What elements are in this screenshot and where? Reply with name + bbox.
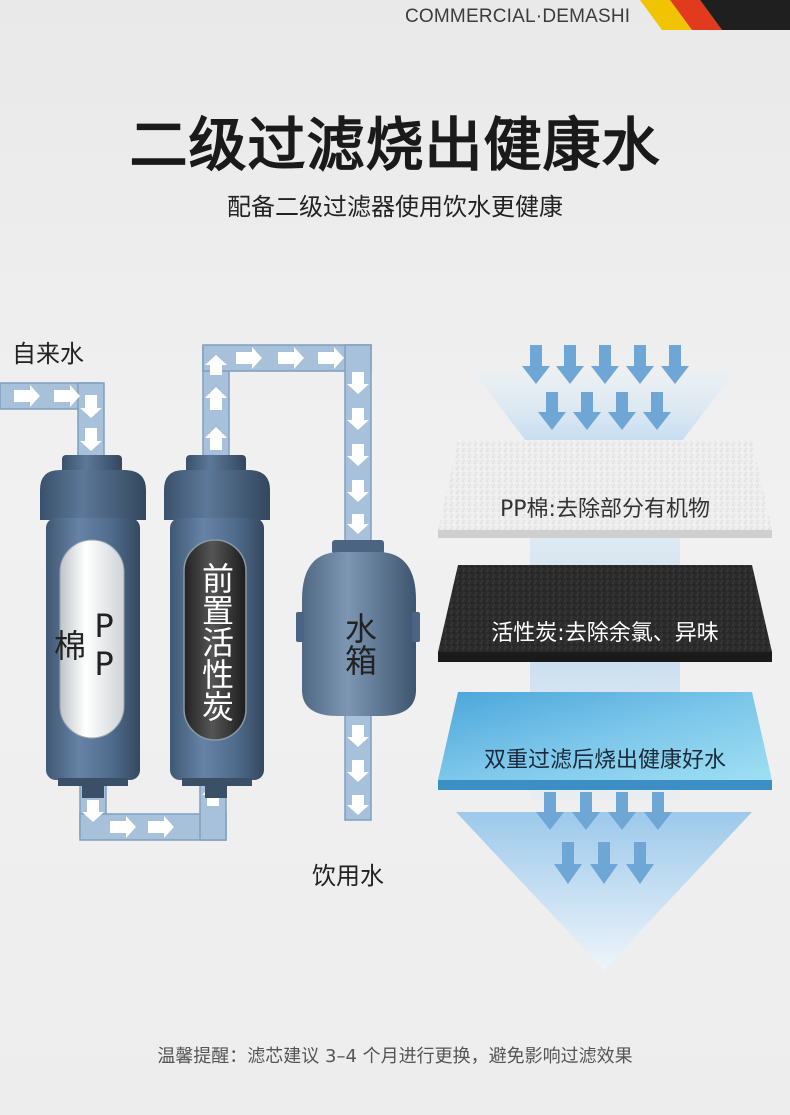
page-subtitle: 配备二级过滤器使用饮水更健康 (227, 193, 563, 221)
carbon-cartridge (164, 455, 270, 798)
water-tank (296, 540, 420, 716)
bottom-arrows (536, 792, 672, 884)
pp-cartridge (40, 455, 146, 798)
tank-label: 水箱 (340, 612, 378, 676)
inlet-label: 自来水 (12, 340, 84, 368)
pipe-network (0, 344, 372, 841)
layer-plate-clean (438, 692, 772, 790)
layer-label-clean: 双重过滤后烧出健康好水 (483, 748, 726, 773)
layer-label-pp: PP棉:去除部分有机物 (500, 497, 710, 522)
brand-stripes (640, 0, 790, 30)
layer-plate-carbon (438, 565, 772, 662)
pp-cartridge-label: PP棉 (49, 607, 123, 683)
maintenance-tip: 温馨提醒：滤芯建议 3–4 个月进行更换，避免影响过滤效果 (157, 1046, 633, 1067)
layer-label-carbon: 活性炭:去除余氯、异味 (491, 621, 719, 646)
outlet-label: 饮用水 (312, 862, 384, 890)
flow-arrows (14, 347, 369, 838)
layer-plate-pp (438, 440, 772, 538)
top-arrows (522, 345, 689, 430)
brand-name: COMMERCIAL·DEMASHI (405, 6, 631, 27)
outflow-triangle (456, 812, 752, 970)
page-title: 二级过滤烧出健康水 (129, 111, 661, 179)
carbon-cartridge-label: 前置活性炭 (197, 562, 235, 722)
